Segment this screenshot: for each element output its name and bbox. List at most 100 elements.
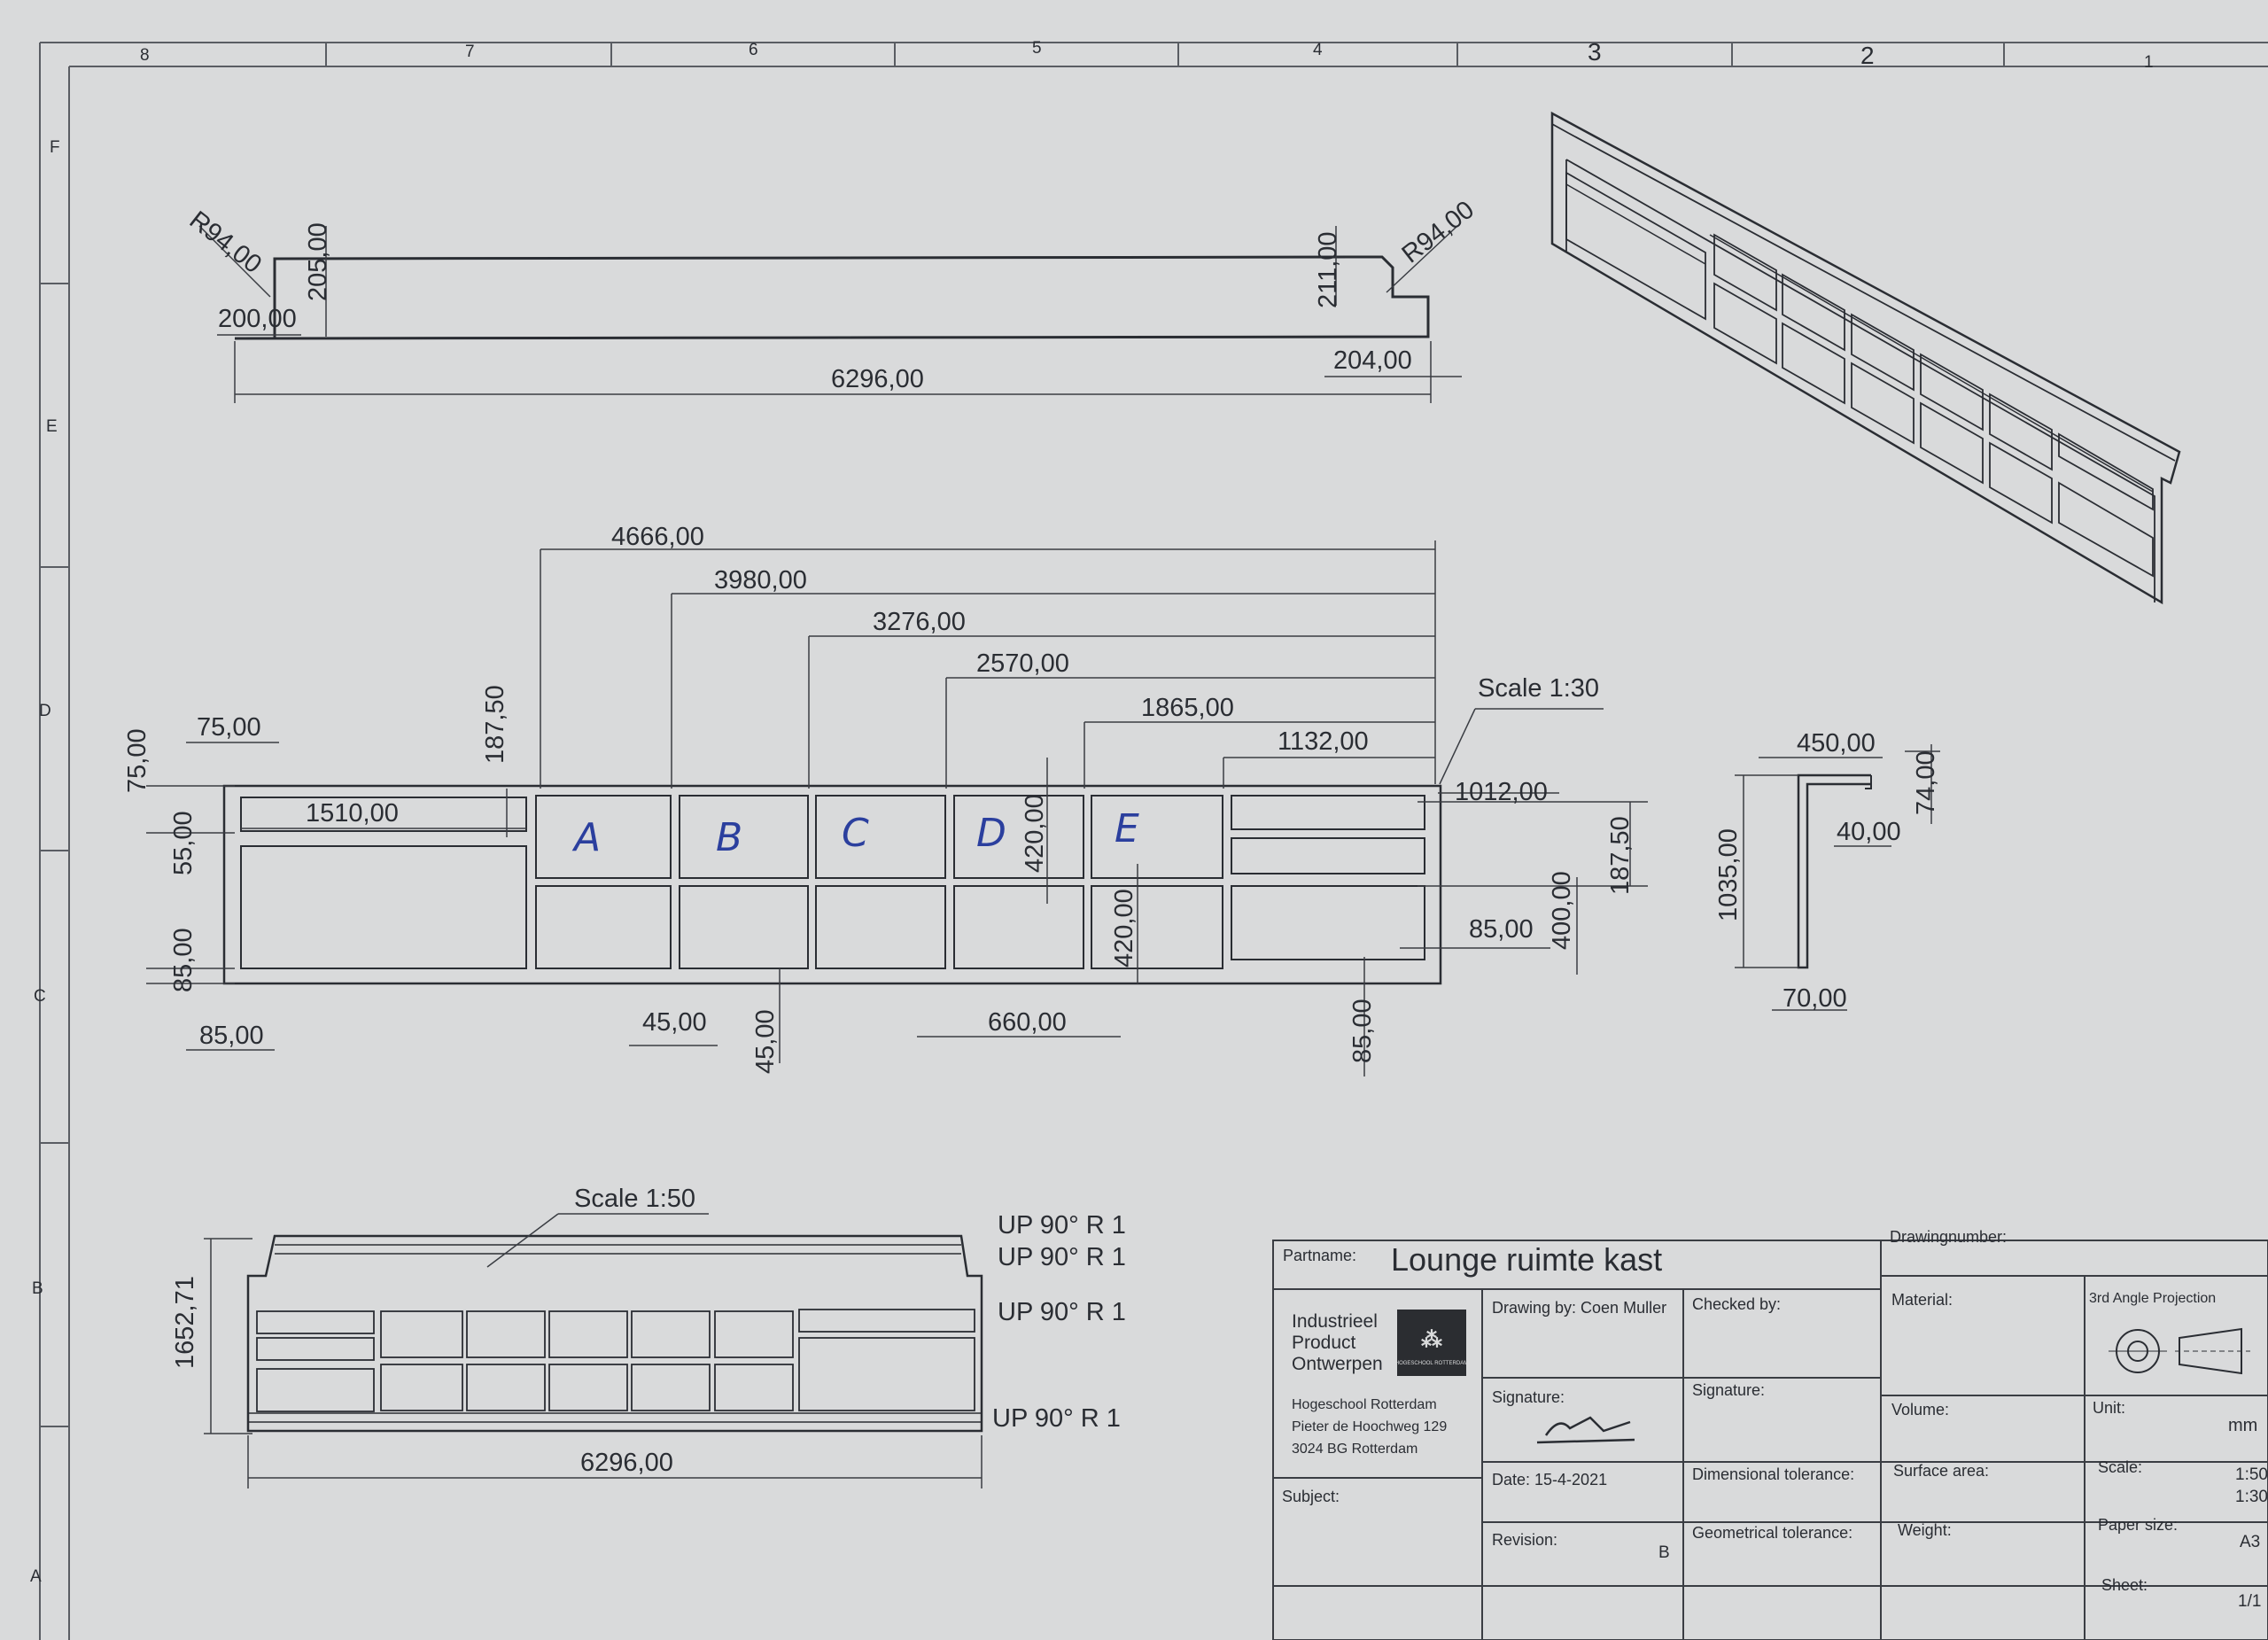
compartment-label-e: E (1115, 806, 1139, 851)
dim-85-v: 85,00 (169, 928, 198, 992)
dim-1012: 1012,00 (1455, 778, 1548, 806)
scale-value-1: 1:50 (2235, 1465, 2268, 1484)
row-label-F: F (50, 138, 60, 157)
dim-1510: 1510,00 (306, 799, 399, 828)
dim-side-w-right: 204,00 (1333, 346, 1412, 375)
bend-scale-label: Scale 1:50 (574, 1185, 695, 1213)
org-line-1: Industrieel (1292, 1311, 1378, 1332)
sheet-label: Sheet: (2101, 1576, 2148, 1594)
compartment-label-b: B (716, 815, 742, 860)
col-label-5: 5 (1032, 39, 1042, 58)
compartment-label-a: A (571, 815, 601, 860)
row-label-B: B (32, 1279, 43, 1298)
bend-note-1: UP 90° R 1 (998, 1211, 1126, 1240)
front-view (222, 784, 1442, 985)
isometric-view (1550, 111, 2181, 605)
sheet-border (39, 42, 2268, 1640)
drawing-by: Drawing by: Coen Muller (1492, 1299, 1666, 1317)
col-label-6: 6 (749, 41, 758, 59)
svg-text:HOGESCHOOL ROTTERDAM: HOGESCHOOL ROTTERDAM (1395, 1361, 1468, 1366)
dim-side-h-right: 211,00 (1314, 231, 1342, 308)
border-row-labels: F E D C B A (30, 138, 60, 1586)
bend-note-3: UP 90° R 1 (998, 1298, 1126, 1326)
dim-450: 450,00 (1797, 729, 1876, 758)
dim-85-h: 85,00 (199, 1022, 264, 1050)
scale-value-2: 1:30 (2235, 1488, 2268, 1506)
dim-75-v: 75,00 (123, 728, 151, 793)
signature2-label: Signature: (1692, 1381, 1765, 1399)
row-label-A: A (30, 1567, 42, 1586)
dimensional-tolerance-label: Dimensional tolerance: (1692, 1465, 1854, 1483)
dim-660: 660,00 (988, 1008, 1067, 1037)
col-label-4: 4 (1313, 41, 1323, 59)
dim-3980: 3980,00 (714, 566, 807, 595)
bend-note-2: UP 90° R 1 (998, 1243, 1126, 1271)
dim-side-w-left: 200,00 (218, 305, 297, 333)
border-column-labels: 8 7 6 5 4 3 2 1 (140, 38, 2154, 72)
org-line-2: Product (1292, 1333, 1356, 1353)
dim-45-h: 45,00 (642, 1008, 707, 1037)
signature-label: Signature: (1492, 1388, 1565, 1406)
surface-area-label: Surface area: (1893, 1462, 1989, 1480)
compartment-label-d: D (976, 811, 1006, 856)
dim-3276: 3276,00 (873, 608, 966, 636)
partname-value: Lounge ruimte kast (1391, 1241, 1662, 1278)
title-block-frame (1272, 1240, 2268, 1640)
profile-outline (1797, 773, 1871, 969)
sheet-value: 1/1 (2238, 1592, 2261, 1611)
dim-85-bottom: 85,00 (1348, 999, 1377, 1063)
date-label: Date: 15-4-2021 (1492, 1471, 1607, 1488)
projection-label: 3rd Angle Projection (2089, 1291, 2216, 1306)
dim-1652: 1652,71 (171, 1276, 199, 1369)
side-view-dimensions (198, 225, 1462, 403)
svg-text:⁂: ⁂ (1421, 1328, 1442, 1352)
dim-420-a: 420,00 (1021, 794, 1049, 873)
title-block (1272, 1240, 2268, 1640)
dim-187-right: 187,50 (1606, 816, 1635, 895)
checked-by: Checked by: (1692, 1295, 1781, 1313)
dim-1035: 1035,00 (1714, 828, 1743, 921)
signature-scribble (1536, 1416, 1635, 1444)
dim-75-h: 75,00 (197, 713, 261, 742)
dim-side-h-left: 205,00 (304, 222, 332, 301)
compartment-label-c: C (842, 811, 869, 856)
revision-label: Revision: (1492, 1531, 1557, 1549)
dim-side-total: 6296,00 (831, 365, 924, 393)
iso-outline (1550, 111, 2181, 605)
dim-187-left: 187,50 (481, 685, 509, 764)
unit-label: Unit: (2093, 1399, 2125, 1417)
third-angle-projection-icon (2109, 1327, 2250, 1375)
drawingnumber-label: Drawingnumber: (1890, 1228, 2007, 1246)
dim-70: 70,00 (1783, 984, 1847, 1013)
address-line-2: Pieter de Hoochweg 129 (1292, 1419, 1447, 1434)
bend-note-4: UP 90° R 1 (992, 1404, 1121, 1433)
bend-view (246, 1234, 983, 1433)
row-label-C: C (34, 987, 46, 1006)
address-line-3: 3024 BG Rotterdam (1292, 1442, 1418, 1457)
hogeschool-logo: ⁂ HOGESCHOOL ROTTERDAM (1395, 1310, 1468, 1376)
dim-420-b: 420,00 (1110, 889, 1138, 968)
dim-55: 55,00 (169, 811, 198, 875)
dim-45-v: 45,00 (751, 1009, 780, 1074)
profile-dimension-lines (1735, 744, 1940, 1011)
address-line-1: Hogeschool Rotterdam (1292, 1397, 1437, 1412)
subject-label: Subject: (1282, 1488, 1340, 1505)
org-line-3: Ontwerpen (1292, 1354, 1383, 1374)
revision-value: B (1658, 1543, 1670, 1562)
partname-label: Partname: (1283, 1247, 1356, 1264)
weight-label: Weight: (1898, 1521, 1952, 1539)
dim-40: 40,00 (1837, 818, 1901, 846)
bend-view-dimension-lines (204, 1213, 983, 1488)
dim-bend-total: 6296,00 (580, 1449, 673, 1477)
dim-400: 400,00 (1548, 871, 1576, 950)
volume-label: Volume: (1891, 1401, 1949, 1418)
col-label-8: 8 (140, 46, 150, 65)
dim-4666: 4666,00 (611, 523, 704, 551)
row-label-D: D (39, 702, 51, 720)
geometrical-tolerance-label: Geometrical tolerance: (1692, 1524, 1852, 1542)
col-label-1: 1 (2144, 53, 2154, 72)
material-label: Material: (1891, 1291, 1953, 1309)
side-view-outline (234, 255, 1430, 340)
